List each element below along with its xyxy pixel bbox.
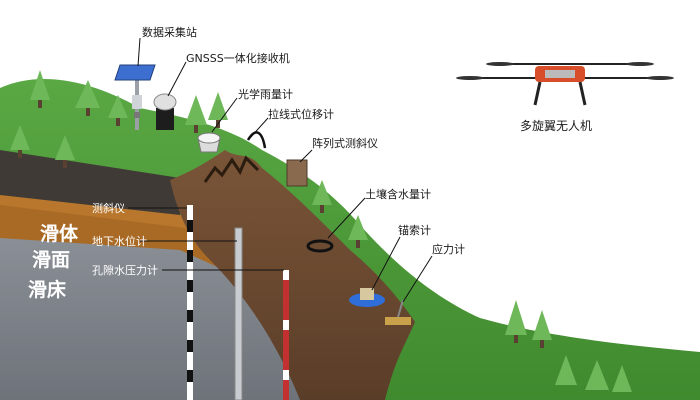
borehole-groundwater <box>234 227 243 400</box>
rain-gauge <box>197 132 221 153</box>
label-anchor: 锚索计 <box>398 223 431 237</box>
gnss-receiver <box>153 93 177 130</box>
scarp-crack <box>203 155 260 183</box>
trees <box>10 70 632 392</box>
label-data-station: 数据采集站 <box>142 25 197 39</box>
anchor-meter <box>349 288 385 307</box>
label-drone: 多旋翼无人机 <box>520 119 592 133</box>
label-pore-pressure: 孔隙水压力计 <box>92 263 158 277</box>
label-inclinometer: 测斜仪 <box>92 202 125 215</box>
zone-slide-body: 滑体 <box>40 222 79 245</box>
displacement-wire <box>246 131 267 149</box>
label-rain-gauge: 光学雨量计 <box>238 87 293 101</box>
label-gnss: GNSSS一体化接收机 <box>186 51 290 65</box>
borehole-pore-pressure <box>283 270 289 400</box>
layer-bedrock <box>0 238 370 400</box>
soil-moisture-sensor <box>306 239 334 253</box>
data-station <box>114 64 156 130</box>
stress-meter <box>385 299 411 325</box>
borehole-inclinometer <box>187 205 193 400</box>
slide-body-soil <box>170 150 415 400</box>
label-array-inclinometer: 阵列式测斜仪 <box>312 136 378 150</box>
label-displacement: 拉线式位移计 <box>268 107 334 121</box>
label-stress: 应力计 <box>432 242 465 256</box>
zone-slide-bed: 滑床 <box>28 278 66 301</box>
zone-slide-surface: 滑面 <box>32 249 70 271</box>
label-soil-moisture: 土壤含水量计 <box>365 187 431 201</box>
label-groundwater: 地下水位计 <box>92 234 147 248</box>
leader-lines <box>128 37 433 303</box>
drone <box>456 62 674 106</box>
array-inclinometer-box <box>286 159 308 187</box>
